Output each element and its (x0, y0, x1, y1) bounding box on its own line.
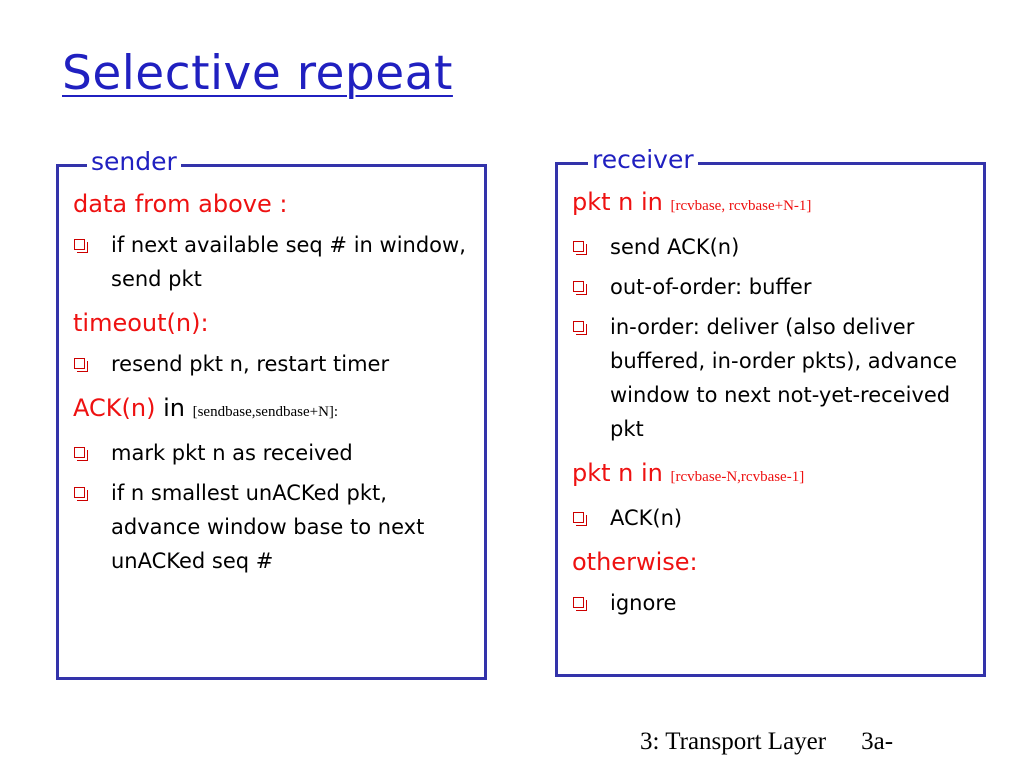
checkbox-bullet-icon (573, 512, 587, 526)
receiver-heading-otherwise: otherwise: (572, 547, 975, 577)
sender-list-timeout: resend pkt n, restart timer (73, 347, 476, 381)
list-item-text: send ACK(n) (610, 235, 740, 259)
heading-text: data from above : (73, 190, 288, 218)
heading-in-text: in (155, 394, 193, 422)
heading-text: timeout(n): (73, 309, 209, 337)
sender-panel: sender data from above : if next availab… (56, 145, 487, 680)
list-item: in-order: deliver (also deliver buffered… (572, 310, 975, 446)
list-item: out-of-order: buffer (572, 270, 975, 304)
list-item: resend pkt n, restart timer (73, 347, 476, 381)
checkbox-bullet-icon (573, 281, 587, 295)
footer-page-number: 3a- (861, 728, 894, 755)
sender-content: data from above : if next available seq … (73, 189, 476, 590)
heading-text: pkt n in (572, 459, 671, 487)
receiver-list-pkt-in-prev-window: ACK(n) (572, 501, 975, 535)
heading-text: otherwise: (572, 548, 698, 576)
checkbox-bullet-icon (74, 487, 88, 501)
list-item-text: ACK(n) (610, 506, 683, 530)
receiver-heading-pkt-in-window: pkt n in [rcvbase, rcvbase+N-1] (572, 187, 975, 221)
checkbox-bullet-icon (573, 321, 587, 335)
footer-chapter: 3: Transport Layer (640, 728, 827, 755)
list-item-text: ignore (610, 591, 677, 615)
list-item: ignore (572, 586, 975, 620)
receiver-legend: receiver (588, 143, 698, 177)
checkbox-bullet-icon (74, 358, 88, 372)
slide-title: Selective repeat (62, 46, 453, 101)
heading-text: ACK(n) (73, 394, 156, 422)
sender-heading-timeout: timeout(n): (73, 308, 476, 338)
heading-text: pkt n in (572, 188, 671, 216)
sender-heading-ack: ACK(n) in [sendbase,sendbase+N]: (73, 393, 476, 427)
receiver-heading-pkt-in-prev-window: pkt n in [rcvbase-N,rcvbase-1] (572, 458, 975, 492)
list-item-text: if n smallest unACKed pkt, advance windo… (111, 481, 425, 573)
list-item-text: in-order: deliver (also deliver buffered… (610, 315, 958, 441)
checkbox-bullet-icon (74, 239, 88, 253)
heading-range: [rcvbase-N,rcvbase-1] (670, 469, 805, 485)
checkbox-bullet-icon (74, 447, 88, 461)
list-item: send ACK(n) (572, 230, 975, 264)
list-item-text: mark pkt n as received (111, 441, 353, 465)
receiver-list-pkt-in-window: send ACK(n) out-of-order: buffer in-orde… (572, 230, 975, 446)
receiver-list-otherwise: ignore (572, 586, 975, 620)
sender-list-ack: mark pkt n as received if n smallest unA… (73, 436, 476, 578)
sender-list-data-from-above: if next available seq # in window, send … (73, 228, 476, 296)
list-item-text: resend pkt n, restart timer (111, 352, 390, 376)
receiver-content: pkt n in [rcvbase, rcvbase+N-1] send ACK… (572, 187, 975, 632)
sender-heading-data-from-above: data from above : (73, 189, 476, 219)
list-item: if n smallest unACKed pkt, advance windo… (73, 476, 476, 578)
heading-range: [rcvbase, rcvbase+N-1] (670, 198, 812, 214)
list-item: if next available seq # in window, send … (73, 228, 476, 296)
list-item-text: if next available seq # in window, send … (111, 233, 466, 291)
slide-footer: 3: Transport Layer 3a- (640, 728, 893, 756)
checkbox-bullet-icon (573, 597, 587, 611)
list-item: ACK(n) (572, 501, 975, 535)
receiver-panel: receiver pkt n in [rcvbase, rcvbase+N-1]… (555, 143, 986, 677)
sender-legend: sender (87, 145, 181, 179)
heading-range: [sendbase,sendbase+N]: (192, 404, 339, 420)
list-item: mark pkt n as received (73, 436, 476, 470)
checkbox-bullet-icon (573, 241, 587, 255)
list-item-text: out-of-order: buffer (610, 275, 812, 299)
